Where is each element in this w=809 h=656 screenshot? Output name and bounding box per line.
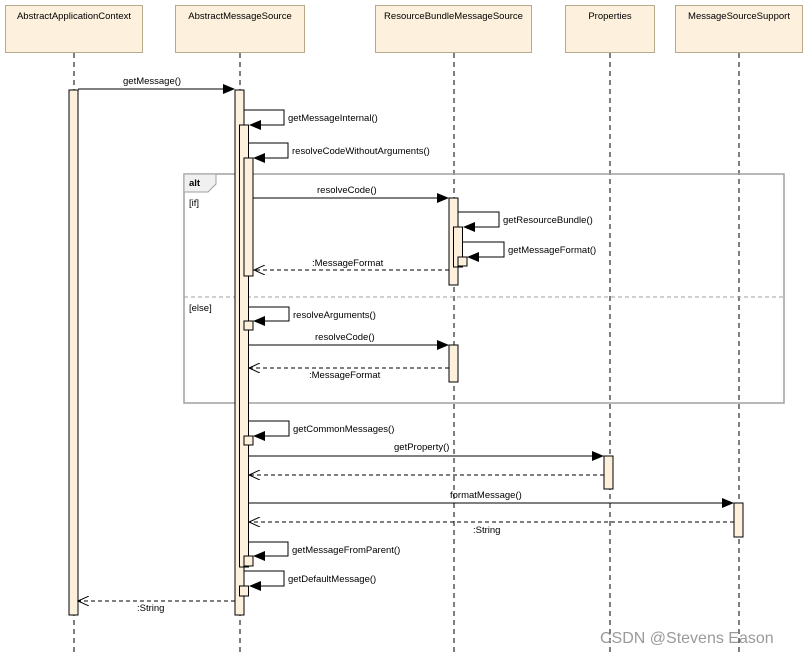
participant-label: ResourceBundleMessageSource <box>384 11 523 22</box>
alt-operator-label: alt <box>189 178 201 189</box>
msg-self-arrow <box>458 211 500 232</box>
msg-self-arrow <box>249 541 289 561</box>
participant-label: Properties <box>588 11 632 22</box>
msg-self-arrow <box>463 241 505 262</box>
activation <box>239 585 249 597</box>
message-label: resolveCodeWithoutArguments() <box>292 146 430 157</box>
activation <box>448 344 459 383</box>
activation <box>457 256 468 267</box>
participant-properties: Properties <box>565 5 655 53</box>
activation <box>243 435 254 446</box>
participant-label: AbstractMessageSource <box>188 11 292 22</box>
message-label: getResourceBundle() <box>503 215 593 226</box>
message-label: getMessage() <box>123 76 182 87</box>
participant-message-source-support: MessageSourceSupport <box>675 5 803 53</box>
message-label: :String <box>137 603 165 614</box>
participant-abstract-message-source: AbstractMessageSource <box>175 5 305 53</box>
message-label: :MessageFormat <box>312 258 384 269</box>
msg-self-arrow <box>249 306 290 326</box>
message-label: resolveCode() <box>315 332 375 343</box>
message-label: getCommonMessages() <box>293 424 395 435</box>
participant-resource-bundle-message-source: ResourceBundleMessageSource <box>375 5 532 53</box>
message-label: getMessageInternal() <box>288 113 378 124</box>
message-label: getProperty() <box>394 442 450 453</box>
activation <box>243 555 254 567</box>
message-label: getMessageFromParent() <box>292 545 401 556</box>
message-label: :String <box>473 525 501 536</box>
participant-label: AbstractApplicationContext <box>16 11 132 22</box>
activation <box>68 89 79 616</box>
msg-self-arrow <box>249 142 289 163</box>
activation <box>243 320 254 331</box>
watermark: CSDN @Stevens Eason <box>600 630 774 647</box>
activation <box>243 157 254 277</box>
alt-fragment <box>183 173 785 404</box>
guard-if-label: [if] <box>189 198 200 209</box>
activation <box>239 124 249 568</box>
activation <box>733 502 744 538</box>
message-label: getDefaultMessage() <box>288 574 377 585</box>
guard-else-label: [else] <box>189 303 212 314</box>
participant-label: MessageSourceSupport <box>688 11 790 22</box>
msg-self-arrow <box>244 109 285 130</box>
message-label: getMessageFormat() <box>508 245 597 256</box>
message-label: resolveArguments() <box>293 310 376 321</box>
participant-abstract-application-context: AbstractApplicationContext <box>5 5 143 53</box>
activation <box>603 455 614 490</box>
msg-self-arrow <box>249 420 290 441</box>
activation <box>453 226 463 268</box>
message-label: resolveCode() <box>317 185 377 196</box>
message-label: :MessageFormat <box>309 370 381 381</box>
message-label: formatMessage() <box>450 490 522 501</box>
alt-operator-tab <box>183 173 217 193</box>
msg-self-arrow <box>244 570 285 591</box>
